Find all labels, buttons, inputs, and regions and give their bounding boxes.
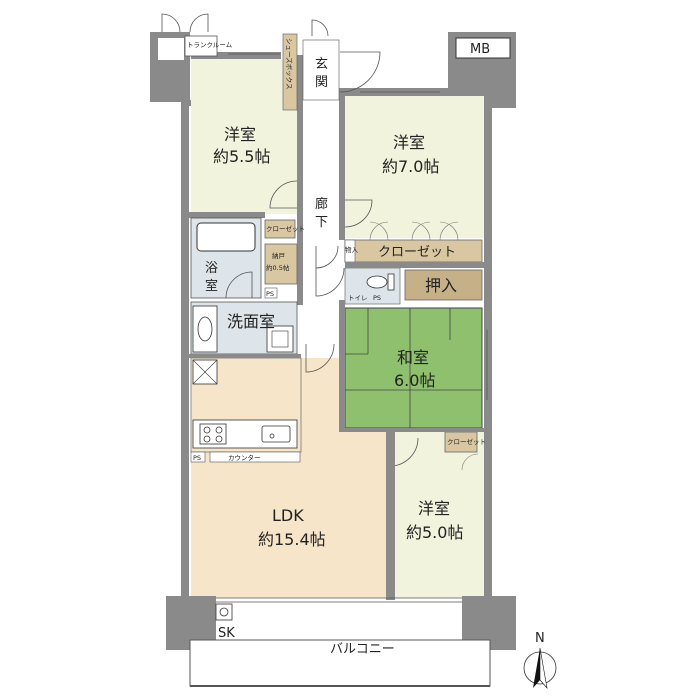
burner-2-icon bbox=[215, 426, 223, 434]
trunk-door-arc-2 bbox=[189, 13, 209, 33]
wall-washitsu-bottom bbox=[345, 428, 484, 432]
mb-label: MB bbox=[470, 42, 490, 57]
nando bbox=[264, 243, 298, 285]
wall-top-left bbox=[181, 100, 191, 106]
oshiire-label: 押入 bbox=[425, 276, 457, 295]
mb-box bbox=[455, 37, 511, 59]
bath-label-1: 浴 bbox=[205, 261, 218, 276]
sink-drain-icon bbox=[269, 433, 275, 439]
room-western-3 bbox=[395, 432, 484, 598]
door-western-1 bbox=[269, 180, 298, 209]
room-western-2-name: 洋室 bbox=[393, 133, 425, 152]
wall-inner-v1 bbox=[297, 55, 303, 305]
trunk-room-label: トランクルーム bbox=[187, 41, 233, 49]
washroom-label: 洗面室 bbox=[227, 312, 275, 331]
room-western-2-size: 約7.0帖 bbox=[382, 157, 439, 176]
wall-inner-v2 bbox=[339, 90, 345, 240]
nando-size: 約0.5帖 bbox=[266, 263, 290, 272]
room-ldk-size: 約15.4帖 bbox=[258, 530, 326, 549]
sk-label: SK bbox=[218, 626, 235, 641]
toilet-label: トイレ bbox=[348, 294, 368, 302]
ps-label-bath: PS bbox=[266, 290, 274, 298]
ps-box-kitchen bbox=[190, 451, 206, 463]
washing-machine-icon bbox=[266, 325, 294, 353]
hallway-label-1: 廊 bbox=[315, 196, 328, 212]
toilet-door bbox=[315, 267, 345, 297]
north-label: N bbox=[535, 631, 545, 646]
north-arrow-half-icon bbox=[539, 647, 548, 690]
ps-label-toilet: PS bbox=[373, 294, 381, 302]
sk-drain-icon bbox=[219, 607, 229, 617]
nando-label: 納戸 bbox=[272, 251, 286, 260]
toilet-tank-icon bbox=[387, 273, 395, 291]
room-washitsu-size: 6.0帖 bbox=[394, 371, 435, 390]
entrance-label-2: 関 bbox=[315, 75, 328, 90]
washing-machine-inner bbox=[271, 330, 289, 348]
hallway-label-2: 下 bbox=[315, 215, 328, 230]
closet-big-label: クローゼット bbox=[378, 245, 456, 260]
shoebox bbox=[282, 33, 298, 111]
sk-box bbox=[215, 603, 233, 621]
entrance-label-1: 玄 bbox=[315, 57, 328, 72]
stove-icon bbox=[199, 423, 227, 445]
bathtub-icon bbox=[196, 222, 256, 252]
burner-3-icon bbox=[203, 435, 211, 443]
burner-4-icon bbox=[215, 435, 223, 443]
wall-w1-bottom bbox=[189, 212, 265, 218]
fridge-cross bbox=[192, 359, 218, 385]
ldk-lower-extend bbox=[191, 465, 386, 598]
closet-small-2-label: クローゼット bbox=[447, 437, 486, 446]
wall-right bbox=[484, 100, 492, 600]
wash-basin-icon bbox=[197, 316, 213, 342]
wall-kitchen-top bbox=[189, 354, 301, 358]
room-washitsu bbox=[344, 307, 483, 429]
wall-ldk-west3 bbox=[386, 432, 395, 600]
trunk-room-label-box bbox=[184, 35, 218, 57]
counter-label: カウンター bbox=[228, 453, 261, 462]
entrance-door bbox=[339, 51, 381, 93]
ldk-door bbox=[305, 343, 335, 373]
closet-small-1-label: クローゼット bbox=[266, 224, 305, 233]
closet-door-w3 bbox=[461, 453, 479, 471]
door-western-2 bbox=[344, 199, 373, 228]
wall-left bbox=[181, 100, 189, 600]
oshiire bbox=[404, 269, 483, 301]
north-arrow: N bbox=[523, 631, 557, 690]
bath-door bbox=[225, 271, 253, 299]
wall-top-mid-left bbox=[191, 52, 281, 59]
closet-door-arcs bbox=[369, 221, 459, 241]
ps-label-kitchen: PS bbox=[193, 454, 201, 462]
burner-1-icon bbox=[203, 426, 211, 434]
tatami-lines bbox=[345, 308, 482, 428]
window-sashes bbox=[216, 53, 488, 603]
bath-label-2: 室 bbox=[205, 278, 218, 294]
toilet-icon bbox=[366, 275, 388, 289]
room-western-1 bbox=[191, 59, 297, 214]
sink-icon bbox=[261, 425, 291, 443]
ps-box-bath bbox=[264, 287, 278, 299]
room-western-1-name: 洋室 bbox=[224, 125, 256, 144]
room-ldk-name: LDK bbox=[272, 506, 304, 525]
storage-label: 物入 bbox=[345, 245, 359, 254]
trunk-room-inner bbox=[158, 38, 184, 60]
room-western-3-size: 約5.0帖 bbox=[406, 523, 463, 542]
room-washitsu-name: 和室 bbox=[397, 348, 429, 367]
trunk-door-arc-1 bbox=[161, 13, 181, 33]
counter-bar bbox=[209, 451, 301, 463]
wall-washitsu-left bbox=[339, 300, 345, 432]
balcony-label: バルコニー bbox=[330, 642, 395, 657]
wall-w2-bottom bbox=[345, 262, 484, 268]
room-western-1-size: 約5.5帖 bbox=[213, 147, 270, 166]
nando-door bbox=[315, 245, 339, 269]
entrance-small-door bbox=[311, 19, 329, 37]
balcony bbox=[189, 639, 491, 687]
room-western-3-name: 洋室 bbox=[418, 499, 450, 518]
shoebox-label: シューズボックス bbox=[285, 38, 294, 89]
closet-small-1 bbox=[264, 219, 296, 239]
entrance-area bbox=[302, 39, 340, 101]
